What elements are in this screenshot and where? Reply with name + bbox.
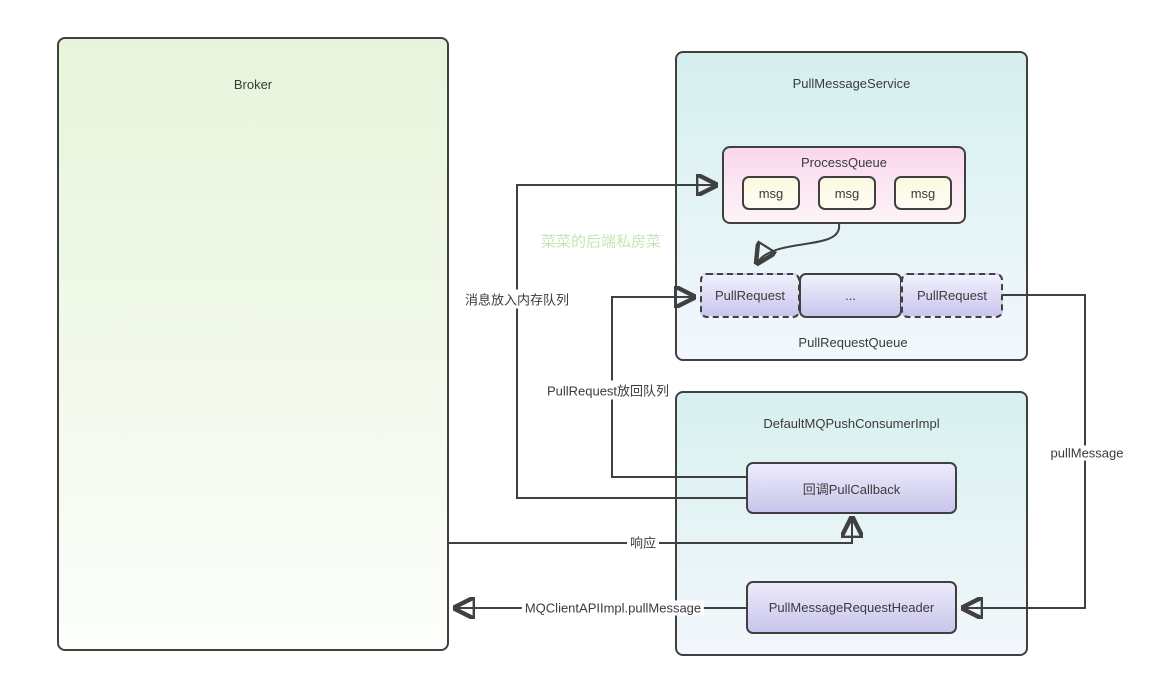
pull-request-ellipsis-label: ... [845,288,856,303]
msg-node: msg [818,176,876,210]
edge-label-putback-queue: PullRequest放回队列 [543,380,673,400]
pull-callback-node: 回调PullCallback [746,462,957,514]
msg-label: msg [758,185,784,201]
broker-title: Broker [233,77,273,92]
edge-label-api-call: MQClientAPIImpl.pullMessage [521,600,705,616]
broker-node: Broker [57,37,449,651]
consumer-impl-title: DefaultMQPushConsumerImpl [763,416,940,431]
watermark-text: 菜菜的后端私房菜 [540,233,662,251]
edge-label-put-memory-queue: 消息放入内存队列 [461,289,573,309]
pull-callback-label: 回调PullCallback [802,481,901,497]
edge-label-response: 响应 [626,532,660,552]
pull-message-service-title: PullMessageService [792,76,911,91]
msg-node: msg [894,176,952,210]
pull-request-ellipsis-node: ... [799,273,902,318]
edge-label-pull-message: pullMessage [1047,445,1127,461]
pull-request-label: PullRequest [916,288,988,303]
pull-message-request-header-node: PullMessageRequestHeader [746,581,957,634]
pull-request-label: PullRequest [714,288,786,303]
msg-label: msg [834,185,860,201]
msg-node: msg [742,176,800,210]
pull-request-node: PullRequest [901,273,1003,318]
pull-request-queue-caption: PullRequestQueue [798,335,908,350]
msg-label: msg [910,185,936,201]
pull-request-node: PullRequest [700,273,800,318]
pull-message-request-header-label: PullMessageRequestHeader [768,600,935,615]
process-queue-title: ProcessQueue [801,155,887,170]
